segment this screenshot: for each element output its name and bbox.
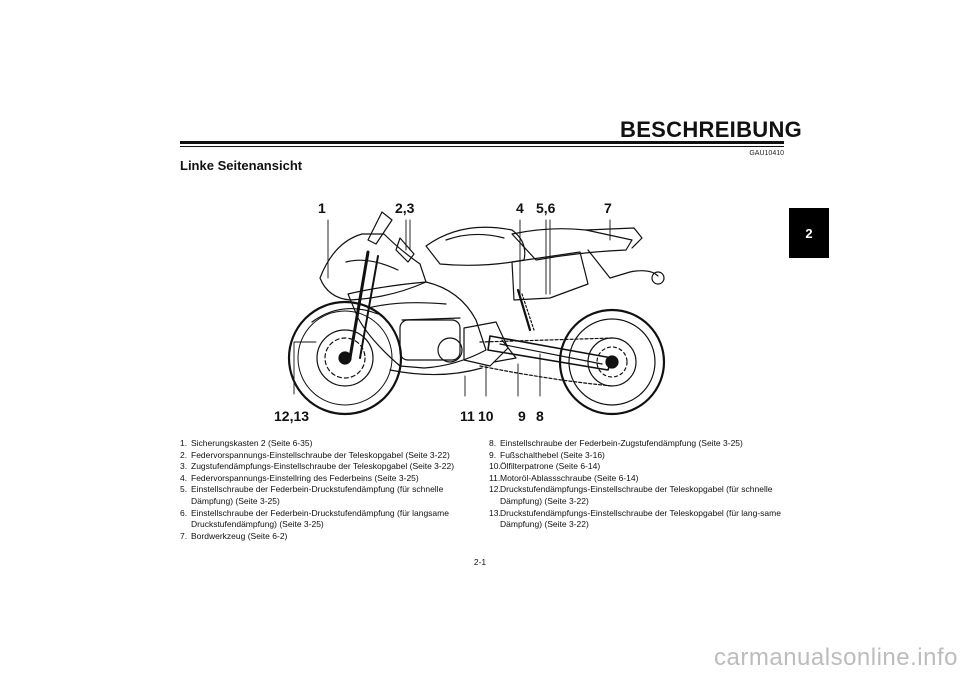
- page-number: 2-1: [473, 557, 487, 567]
- legend-number: 9.: [489, 449, 497, 460]
- chapter-tab[interactable]: 2: [789, 208, 829, 258]
- section-title: Linke Seitenansicht: [180, 158, 303, 173]
- legend-item: 2.Federvorspannungs-Einstellschraube der…: [180, 450, 480, 462]
- callout-11: 11: [460, 408, 475, 424]
- callout-2-3: 2,3: [395, 200, 415, 216]
- legend-text: Bordwerkzeug (Seite 6-2): [191, 530, 288, 541]
- legend-number: 6.: [180, 507, 188, 518]
- legend-item: 8.Einstellschraube der Federbein-Zugstuf…: [489, 438, 789, 450]
- legend-text: Einstellschraube der Federbein-Druckstuf…: [191, 484, 444, 506]
- callout-10: 10: [478, 408, 494, 424]
- document-code: GAU10410: [749, 150, 784, 157]
- legend-number: 3.: [180, 461, 188, 472]
- legend-text: Einstellschraube der Federbein-Zugstufen…: [500, 438, 743, 448]
- motorcycle-figure: 1 2,3 4 5,6 7 12,13 11 10 9 8: [250, 190, 670, 430]
- legend-item: 1.Sicherungskasten 2 (Seite 6-35): [180, 438, 480, 450]
- callout-7: 7: [604, 200, 612, 216]
- callout-12-13: 12,13: [274, 408, 310, 424]
- legend-item: 5.Einstellschraube der Federbein-Druckst…: [180, 484, 480, 507]
- legend-item: 13.Druckstufendämpfungs-Einstellschraube…: [489, 508, 789, 531]
- callout-5-6: 5,6: [536, 200, 556, 216]
- header-rule-thick: [180, 141, 784, 144]
- legend-text: Federvorspannungs-Einstellring des Feder…: [191, 472, 419, 483]
- legend-text: Druckstufendämpfungs-Einstellschraube de…: [500, 507, 781, 530]
- legend-item: 6.Einstellschraube der Federbein-Druckst…: [180, 508, 480, 531]
- callout-4: 4: [516, 200, 524, 216]
- legend-item: 4.Federvorspannungs-Einstellring des Fed…: [180, 473, 480, 485]
- legend-item: 9.Fußschalthebel (Seite 3-16): [489, 450, 789, 462]
- page-title: BESCHREIBUNG: [620, 117, 803, 142]
- header-rule-thin: [180, 146, 784, 147]
- legend-number: 11.: [489, 472, 501, 483]
- legend-number: 13.: [489, 507, 501, 518]
- legend-text: Druckstufendämpfungs-Einstellschraube de…: [500, 484, 773, 506]
- motorcycle-illustration: [287, 211, 666, 416]
- callout-8: 8: [536, 408, 544, 424]
- legend-text: Sicherungskasten 2 (Seite 6-35): [191, 438, 313, 448]
- legend-item: 7.Bordwerkzeug (Seite 6-2): [180, 531, 480, 543]
- legend-number: 4.: [180, 472, 188, 483]
- legend-item: 11.Motoröl-Ablassschraube (Seite 6-14): [489, 473, 789, 485]
- callout-9: 9: [518, 408, 526, 424]
- legend-text: Motoröl-Ablassschraube (Seite 6-14): [500, 472, 639, 483]
- legend-item: 12.Druckstufendämpfungs-Einstellschraube…: [489, 484, 789, 507]
- legend-number: 12.: [489, 484, 501, 495]
- legend-number: 8.: [489, 438, 497, 448]
- legend-text: Zugstufendämpfungs-Einstellschraube der …: [191, 461, 455, 472]
- legend-number: 10.: [489, 461, 501, 472]
- legend-text: Einstellschraube der Federbein-Druckstuf…: [191, 507, 449, 530]
- callout-1: 1: [318, 200, 326, 216]
- watermark: carmanualsonline.info: [714, 644, 958, 671]
- legend-text: Ölfilterpatrone (Seite 6-14): [500, 461, 601, 472]
- legend-number: 5.: [180, 484, 188, 495]
- legend-number: 1.: [180, 438, 188, 448]
- legend-number: 2.: [180, 449, 188, 460]
- legend-number: 7.: [180, 530, 188, 541]
- legend-text: Fußschalthebel (Seite 3-16): [500, 449, 605, 460]
- legend-text: Federvorspannungs-Einstellschraube der T…: [191, 449, 450, 460]
- legend-list-right: 8.Einstellschraube der Federbein-Zugstuf…: [489, 438, 789, 531]
- legend-item: 10.Ölfilterpatrone (Seite 6-14): [489, 461, 789, 473]
- legend-list-left: 1.Sicherungskasten 2 (Seite 6-35) 2.Fede…: [180, 438, 480, 542]
- front-wheel: [287, 300, 403, 416]
- legend-item: 3.Zugstufendämpfungs-Einstellschraube de…: [180, 461, 480, 473]
